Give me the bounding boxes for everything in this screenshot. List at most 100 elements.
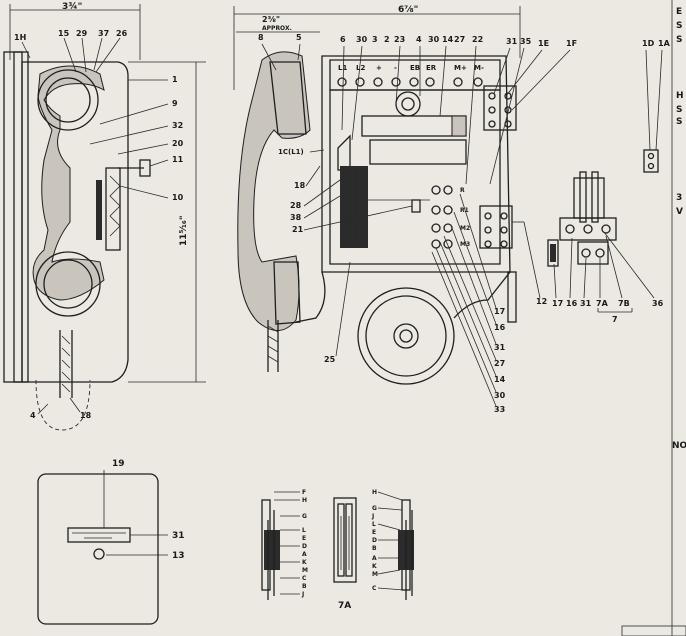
terminal-plus: + [376, 64, 382, 72]
front-callout-18: 18 [294, 181, 306, 190]
side-callout-1: 1 [172, 75, 178, 84]
front-callout-1f: 1F [566, 39, 577, 48]
spring-left-m: M [302, 567, 308, 574]
front-callout-3: 3 [372, 35, 378, 44]
detail-callout-1a: 1A [658, 39, 671, 48]
front-callout-16: 16 [494, 323, 506, 332]
edge-text-1: E [676, 7, 682, 17]
front-view: 6⅞" 2⅜" APPROX. L1 L2 + - EB ER M+ M- [233, 5, 577, 414]
detail-callout-36: 36 [652, 299, 664, 308]
front-callout-30a: 30 [356, 35, 368, 44]
detail-callout-17: 17 [552, 299, 563, 308]
plate-callout-13: 13 [172, 551, 185, 561]
side-callout-15: 15 [58, 29, 70, 38]
spring-right-m: M [372, 571, 378, 578]
front-callout-1c: 1C(L1) [278, 148, 304, 156]
front-callout-2: 2 [384, 35, 390, 44]
plate-callout-19: 19 [112, 459, 125, 469]
side-callout-20: 20 [172, 139, 184, 148]
terminal-m-minus: M- [474, 64, 484, 72]
spring-right-j: J [371, 513, 374, 520]
spring-left-k: K [302, 559, 307, 566]
detail-callout-16: 16 [566, 299, 578, 308]
coil-terminals: R R1 M2 M3 [431, 185, 470, 249]
terminal-er: ER [426, 64, 437, 72]
front-callout-23: 23 [394, 35, 405, 44]
spring-right-l: L [372, 521, 376, 528]
handset-depth-note: APPROX. [262, 25, 292, 32]
terminal-m-plus: M+ [454, 64, 467, 72]
edge-text-7: 3 [676, 193, 682, 203]
front-callout-6: 6 [340, 35, 346, 44]
front-callout-28: 28 [290, 201, 302, 210]
spring-view-center: 7A [333, 497, 357, 611]
front-callout-31b: 31 [494, 343, 506, 352]
side-callout-29: 29 [76, 29, 88, 38]
detail-callout-7b: 7B [618, 299, 630, 308]
front-callout-14b: 14 [494, 375, 506, 384]
spring-right-e: E [372, 529, 376, 536]
spring-view-right: H G J L E D B A K M C [371, 489, 414, 600]
spring-left-f: F [302, 489, 306, 496]
front-callout-5: 5 [296, 33, 302, 42]
side-callout-9: 9 [172, 99, 178, 108]
spring-left-h: H [302, 497, 307, 504]
detail-group-7: 7 [612, 315, 618, 324]
spring-view-left: F H G L E D A K M C B J [261, 489, 308, 600]
detail-callout-31: 31 [580, 299, 592, 308]
front-callout-38: 38 [290, 213, 302, 222]
front-callout-35: 35 [520, 37, 532, 46]
front-callout-17: 17 [494, 307, 505, 316]
side-callout-37: 37 [98, 29, 109, 38]
coil-label-m3: M3 [460, 241, 470, 248]
terminal-l1: L1 [338, 64, 347, 72]
spring-left-g: G [302, 513, 307, 520]
edge-text: E S S H S S 3 V NO [621, 0, 686, 636]
side-callout-10: 10 [172, 193, 184, 202]
coil-label-r: R [460, 187, 465, 194]
coil-label-r1: R1 [460, 207, 469, 214]
front-callout-4: 4 [416, 35, 422, 44]
spring-right-b: B [372, 545, 377, 552]
label-plate-view: 19 31 13 [37, 459, 185, 625]
front-callout-12: 12 [536, 297, 547, 306]
detail-callout-1d: 1D [642, 39, 655, 48]
side-callout-4: 4 [30, 411, 36, 420]
spring-left-l: L [302, 527, 306, 534]
terminal-eb: EB [410, 64, 420, 72]
side-callout-18: 18 [80, 411, 92, 420]
spring-right-c: C [372, 585, 377, 592]
terminal-l2: L2 [356, 64, 365, 72]
spring-left-b: B [302, 583, 307, 590]
detail-view: 1D 1A 17 16 31 7A 7B 36 7 [547, 39, 671, 324]
side-callout-11: 11 [172, 155, 184, 164]
front-callout-25: 25 [324, 355, 336, 364]
side-callout-1h: 1H [14, 33, 26, 42]
spring-left-e: E [302, 535, 306, 542]
spring-right-g: G [372, 505, 377, 512]
edge-text-5: S [676, 105, 682, 115]
edge-text-no: NO [672, 441, 686, 451]
spring-left-j: J [301, 591, 304, 598]
front-callout-14: 14 [442, 35, 454, 44]
spring-left-c: C [302, 575, 307, 582]
front-callout-31: 31 [506, 37, 518, 46]
front-callout-1e: 1E [538, 39, 549, 48]
side-callout-26: 26 [116, 29, 128, 38]
front-callout-33: 33 [494, 405, 505, 414]
coil-label-m2: M2 [460, 225, 470, 232]
edge-text-3: S [676, 35, 682, 45]
side-view: 3¾" 11⁵⁄₁₆" 1H 15 29 37 26 [3, 2, 206, 431]
side-callout-32: 32 [172, 121, 183, 130]
front-callout-21: 21 [292, 225, 304, 234]
front-callout-27: 27 [454, 35, 465, 44]
front-callout-8: 8 [258, 33, 264, 42]
edge-text-8: V [676, 207, 683, 217]
spring-right-d: D [372, 537, 377, 544]
front-callout-22: 22 [472, 35, 483, 44]
spring-right-h: H [372, 489, 377, 496]
spring-left-d: D [302, 543, 307, 550]
side-width-dimension: 3¾" [62, 2, 82, 12]
handset-depth-dimension: 2⅜" [262, 15, 280, 24]
terminal-strip: L1 L2 + - EB ER M+ M- [337, 64, 484, 87]
